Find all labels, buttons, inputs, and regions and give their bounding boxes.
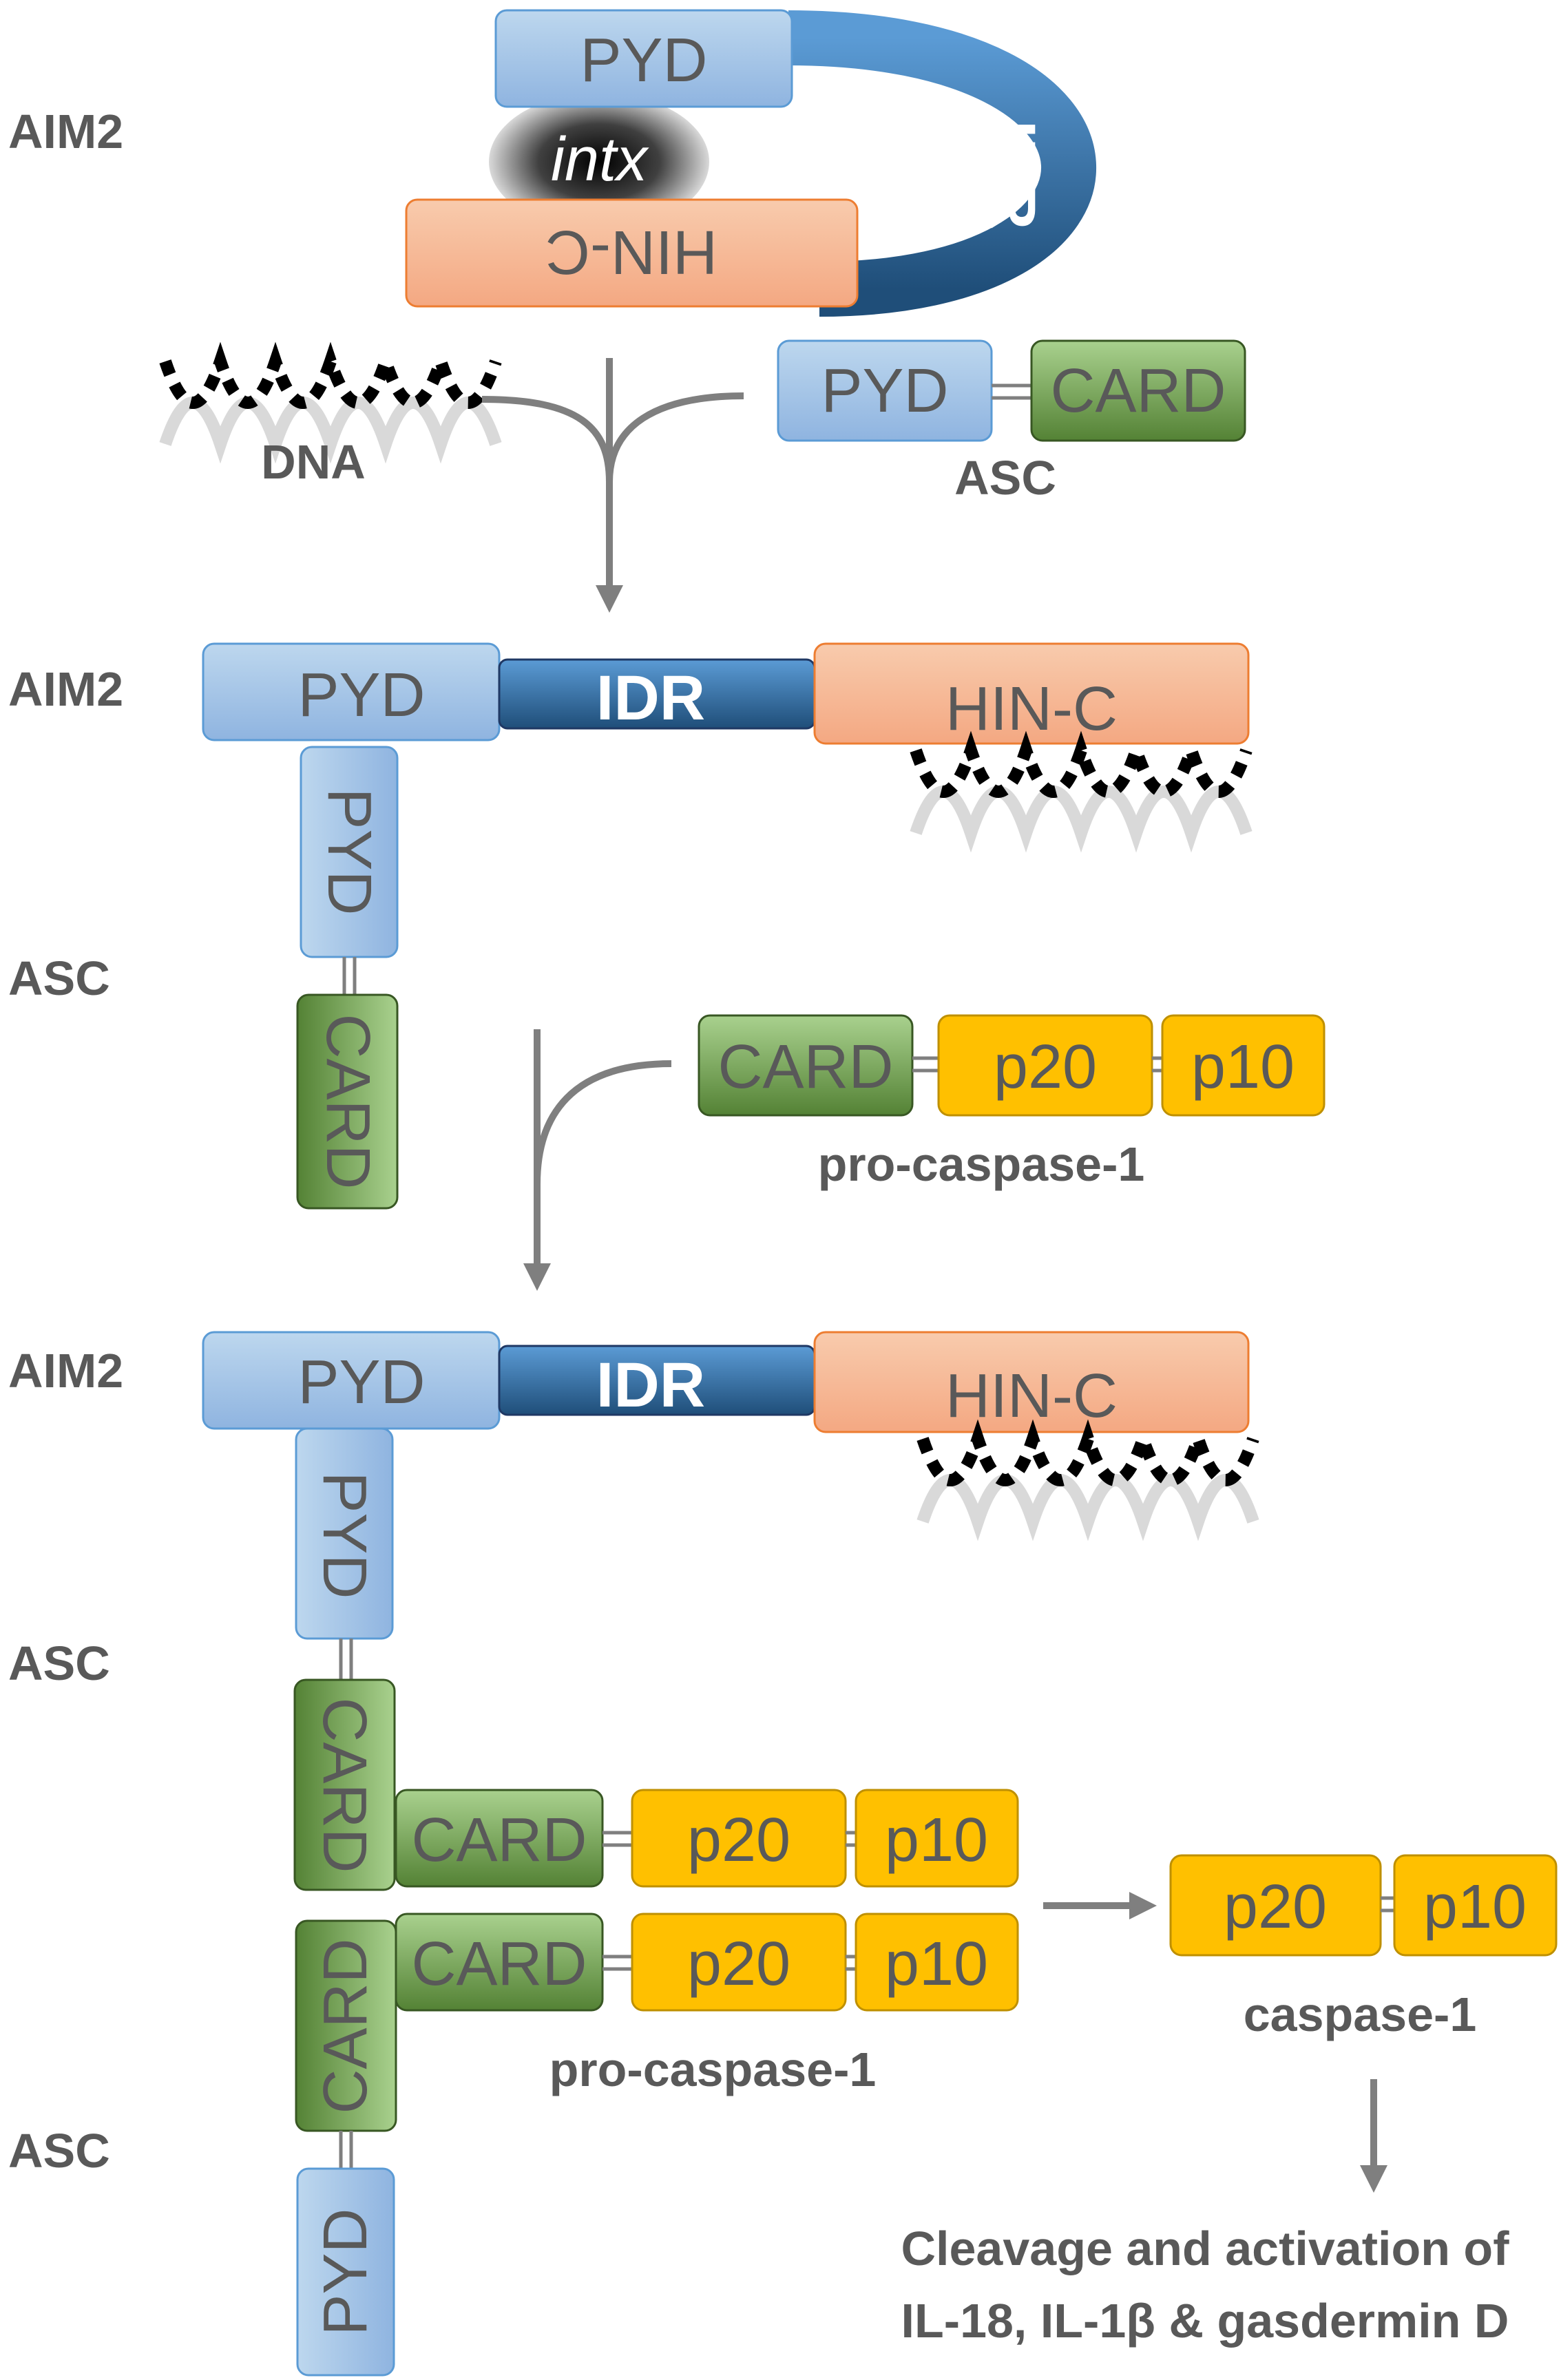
procasp1-p10-label: p10 bbox=[885, 1806, 988, 1875]
pro-caspase-label-bound: pro-caspase-1 bbox=[549, 2043, 877, 2096]
procasp-p20-domain-free bbox=[937, 1014, 1153, 1117]
aim2-hin-c-label: HIN-C bbox=[545, 218, 717, 286]
asc1-card-label-step3: CARD bbox=[310, 1697, 379, 1873]
outcome-line-1: Cleavage and activation of bbox=[901, 2222, 1509, 2275]
asc1-card-domain-step3 bbox=[293, 1678, 396, 1891]
asc2-pyd-label-step3: PYD bbox=[311, 2208, 380, 2335]
label-aim2-step3: AIM2 bbox=[8, 1344, 123, 1398]
label-aim2-top: AIM2 bbox=[8, 105, 123, 158]
procasp1-p20-domain bbox=[631, 1789, 847, 1888]
asc-pyd-domain-free bbox=[777, 339, 993, 442]
procasp2-p10-label: p10 bbox=[885, 1930, 988, 1999]
procasp1-card-label: CARD bbox=[411, 1806, 587, 1875]
label-asc-step2: ASC bbox=[8, 951, 110, 1005]
aim2-hin-c-label-step3: HIN-C bbox=[945, 1362, 1118, 1431]
asc2-pyd-domain-step3 bbox=[296, 2167, 395, 2377]
arrow-procasp-branch bbox=[534, 1060, 672, 1185]
caspase-p10-domain bbox=[1393, 1854, 1558, 1957]
pro-caspase-label-free: pro-caspase-1 bbox=[818, 1137, 1145, 1191]
outcome-line-2: IL-18, IL-1β & gasdermin D bbox=[901, 2294, 1509, 2348]
dna-helix-free bbox=[165, 361, 496, 444]
asc1-pyd-domain-step3 bbox=[295, 1427, 394, 1640]
asc2-card-domain-step3 bbox=[295, 1919, 397, 2132]
procasp-p10-label-free: p10 bbox=[1191, 1033, 1295, 1102]
label-asc-step3-top: ASC bbox=[8, 1636, 110, 1690]
procasp-p20-label-free: p20 bbox=[994, 1033, 1097, 1102]
asc-card-domain-free bbox=[1030, 339, 1246, 442]
intx-label: intx bbox=[551, 125, 649, 194]
caspase-p20-domain bbox=[1169, 1854, 1382, 1957]
procasp2-p20-domain bbox=[631, 1913, 847, 2012]
asc-pyd-label-free: PYD bbox=[821, 357, 948, 425]
aim2-hin-c-domain-step2 bbox=[813, 642, 1250, 745]
asc-pyd-domain-step2 bbox=[300, 746, 399, 958]
procasp2-card-domain bbox=[395, 1913, 604, 2012]
caspase-label: caspase-1 bbox=[1244, 1988, 1477, 2041]
asc2-card-label-step3: CARD bbox=[311, 1938, 380, 2114]
idr-loop bbox=[788, 10, 1096, 317]
aim2-pyd-label-step2: PYD bbox=[297, 661, 425, 730]
procasp2-card-label: CARD bbox=[411, 1930, 587, 1999]
idr-loop-label: IDR bbox=[978, 120, 1048, 229]
label-asc-step3-bottom: ASC bbox=[8, 2124, 110, 2178]
caspase-p10-label: p10 bbox=[1423, 1873, 1527, 1941]
asc-card-label-step2: CARD bbox=[313, 1013, 382, 1189]
asc-card-label-free: CARD bbox=[1050, 357, 1226, 425]
dna-helix-step3 bbox=[923, 1439, 1253, 1521]
procasp1-p10-domain bbox=[855, 1789, 1019, 1888]
aim2-idr-label-step2: IDR bbox=[596, 663, 705, 733]
aim2-pyd-label-step3: PYD bbox=[297, 1348, 425, 1417]
aim2-hin-c-domain-step3 bbox=[813, 1331, 1250, 1433]
aim2-hin-c-domain bbox=[405, 198, 859, 308]
aim2-pyd-label: PYD bbox=[580, 26, 707, 95]
asc-label-free: ASC bbox=[954, 451, 1056, 505]
dna-label: DNA bbox=[261, 435, 366, 489]
procasp-p10-domain-free bbox=[1161, 1014, 1326, 1117]
procasp2-p10-domain bbox=[855, 1913, 1019, 2012]
procasp1-card-domain bbox=[395, 1789, 604, 1888]
intx-interaction bbox=[489, 93, 709, 231]
label-aim2-step2: AIM2 bbox=[8, 662, 123, 716]
aim2-idr-label-step3: IDR bbox=[596, 1350, 705, 1420]
arrow-asc-branch bbox=[606, 392, 744, 483]
dna-helix-step2 bbox=[916, 750, 1246, 833]
procasp-card-label-free: CARD bbox=[717, 1033, 893, 1102]
caspase-p20-label: p20 bbox=[1224, 1873, 1327, 1941]
procasp1-p20-label: p20 bbox=[687, 1806, 790, 1875]
procasp2-p20-label: p20 bbox=[687, 1930, 790, 1999]
asc1-pyd-label-step3: PYD bbox=[310, 1471, 379, 1599]
asc-card-domain-step2 bbox=[296, 993, 399, 1210]
aim2-pyd-domain bbox=[494, 9, 793, 108]
aim2-hin-c-label-step2: HIN-C bbox=[945, 675, 1118, 744]
procasp-card-domain-free bbox=[698, 1014, 914, 1117]
asc-pyd-label-step2: PYD bbox=[315, 788, 384, 915]
